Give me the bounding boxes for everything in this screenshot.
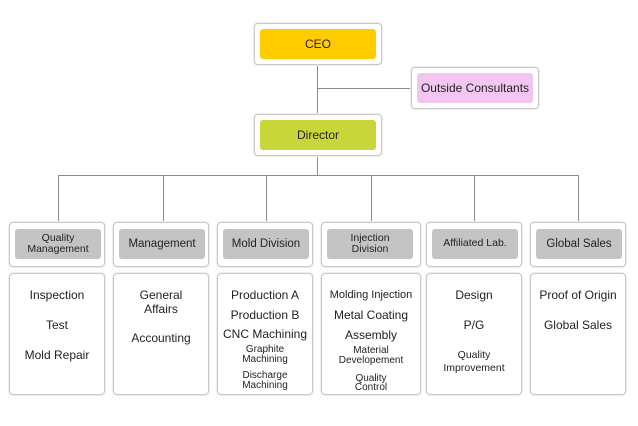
list-item-molding-injection: Molding Injection xyxy=(329,289,413,301)
division-list-injection-division: Molding Injection Metal Coating Assembly… xyxy=(321,273,421,395)
division-header-mold-division: Mold Division xyxy=(217,222,313,267)
division-drop-5 xyxy=(474,175,475,222)
division-header-box: Mold Division xyxy=(223,229,309,259)
list-item-quality: Quality xyxy=(457,349,491,361)
division-header-quality-management: Quality Management xyxy=(9,222,105,267)
list-item-material-development: Developement xyxy=(338,355,404,366)
list-item-quality: Quality xyxy=(355,373,387,384)
list-item-cnc-machining: CNC Machining xyxy=(222,327,308,341)
division-header-affiliated-lab: Affiliated Lab. xyxy=(426,222,522,267)
division-header-line-1: Affiliated Lab. xyxy=(443,237,507,250)
list-item-mold-repair: Mold Repair xyxy=(24,348,90,362)
list-item-material: Material xyxy=(353,345,389,356)
list-item-discharge-machining: Machining xyxy=(242,380,288,391)
division-drop-6 xyxy=(578,175,579,222)
list-item-test: Test xyxy=(45,318,68,332)
division-header-line-1: Quality xyxy=(41,231,75,244)
list-item-graphite: Graphite xyxy=(245,344,285,355)
division-list-management: General Affairs Accounting xyxy=(113,273,209,395)
division-drop-2 xyxy=(163,175,164,222)
director-node: Director xyxy=(254,114,382,156)
division-drop-1 xyxy=(58,175,59,222)
list-item-quality-improvement: Improvement xyxy=(443,362,505,374)
division-header-line-2: Management xyxy=(27,243,89,255)
list-item-pg: P/G xyxy=(463,318,485,332)
list-item-general: General xyxy=(139,288,183,302)
division-list-affiliated-lab: Design P/G Quality Improvement xyxy=(426,273,522,395)
consultants-connector xyxy=(317,88,411,89)
outside-consultants-label: Outside Consultants xyxy=(420,80,530,95)
division-header-global-sales: Global Sales xyxy=(530,222,626,267)
list-item-quality-control: Control xyxy=(354,382,388,393)
list-item-assembly: Assembly xyxy=(344,328,397,342)
list-item-affairs: Affairs xyxy=(144,302,178,316)
division-header-line-1: Injection xyxy=(350,231,390,244)
outside-consultants-box: Outside Consultants xyxy=(417,73,533,103)
division-header-box: Management xyxy=(119,229,205,259)
division-header-box: Quality Management xyxy=(15,229,101,259)
division-list-mold-division: Production A Production B CNC Machining … xyxy=(217,273,313,395)
division-list-quality-management: Inspection Test Mold Repair xyxy=(9,273,105,395)
division-header-line-1: Mold Division xyxy=(231,237,301,250)
division-header-injection-division: Injection Division xyxy=(321,222,421,267)
ceo-box: CEO xyxy=(260,29,376,59)
ceo-label: CEO xyxy=(304,36,331,51)
director-box: Director xyxy=(260,120,376,150)
list-item-global-sales: Global Sales xyxy=(543,318,613,332)
director-label: Director xyxy=(296,127,339,142)
division-header-line-1: Global Sales xyxy=(546,237,612,250)
ceo-node: CEO xyxy=(254,23,382,65)
list-item-production-a: Production A xyxy=(230,288,300,302)
list-item-metal-coating: Metal Coating xyxy=(333,308,409,322)
division-header-line-2: Division xyxy=(351,243,389,255)
division-drop-4 xyxy=(371,175,372,222)
division-header-box: Injection Division xyxy=(327,229,413,259)
list-item-discharge: Discharge xyxy=(242,370,288,381)
outside-consultants-node: Outside Consultants xyxy=(411,67,539,109)
list-item-proof-of-origin: Proof of Origin xyxy=(539,288,617,302)
division-header-management: Management xyxy=(113,222,209,267)
list-item-inspection: Inspection xyxy=(29,288,85,302)
list-item-design: Design xyxy=(455,288,493,302)
division-bus-connector xyxy=(58,175,579,176)
division-header-box: Affiliated Lab. xyxy=(432,229,518,259)
list-item-graphite-machining: Machining xyxy=(242,354,288,365)
division-drop-3 xyxy=(266,175,267,222)
division-list-global-sales: Proof of Origin Global Sales xyxy=(530,273,626,395)
division-header-box: Global Sales xyxy=(536,229,622,259)
division-header-line-1: Management xyxy=(128,237,196,250)
list-item-accounting: Accounting xyxy=(131,331,191,345)
list-item-production-b: Production B xyxy=(230,308,300,322)
director-down-connector xyxy=(317,156,318,175)
